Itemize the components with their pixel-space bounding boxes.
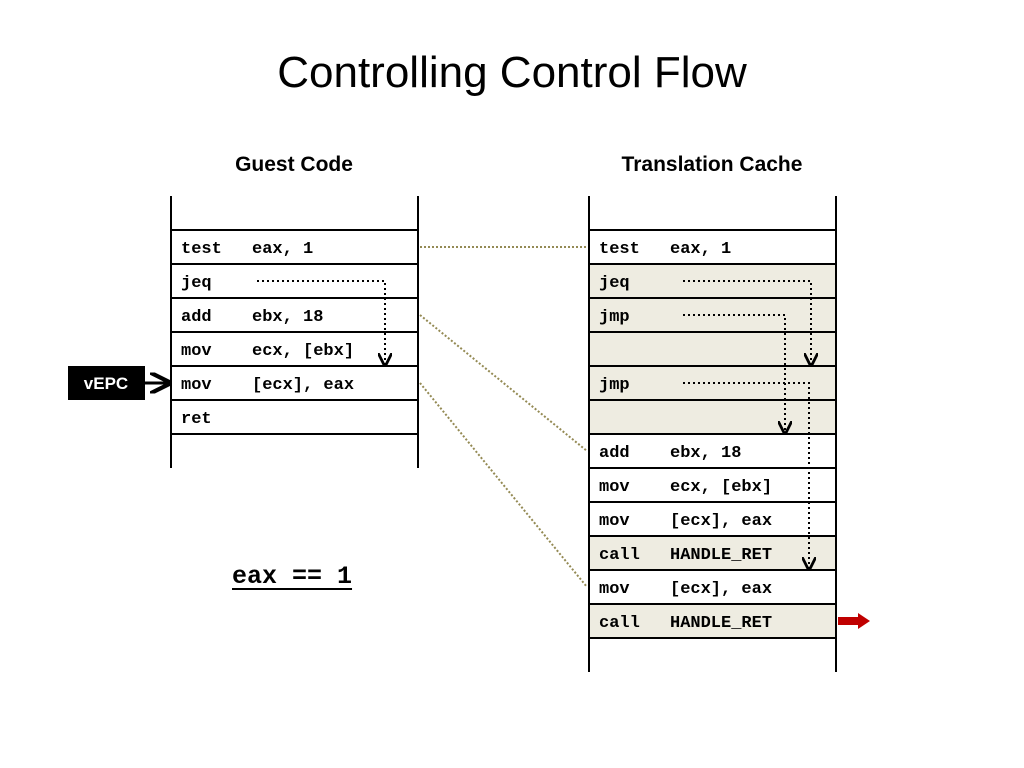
cache-opcode: jmp — [599, 376, 630, 395]
guest-operands: eax, 1 — [252, 240, 313, 259]
cache-jump-arrow — [683, 382, 809, 568]
guest-opcode: ret — [181, 410, 212, 429]
cache-opcode: test — [599, 240, 640, 259]
guest-opcode: mov — [181, 342, 212, 361]
cache-row — [588, 399, 837, 435]
translation-cache-heading: Translation Cache — [621, 153, 803, 176]
guest-opcode: add — [181, 308, 212, 327]
mapping-line — [419, 314, 588, 452]
guest-operands: ebx, 18 — [252, 308, 323, 327]
cache-row — [588, 297, 837, 333]
cache-operands: HANDLE_RET — [670, 614, 772, 633]
cache-opcode: call — [599, 546, 640, 565]
cache-operands: ebx, 18 — [670, 444, 741, 463]
exit-arrow — [838, 613, 870, 629]
cache-opcode: jmp — [599, 308, 630, 327]
guest-opcode: mov — [181, 376, 212, 395]
cache-row — [588, 433, 837, 469]
cache-operands: eax, 1 — [670, 240, 731, 259]
cache-row — [588, 501, 837, 537]
condition-label: eax == 1 — [232, 562, 353, 591]
cache-opcode: add — [599, 444, 630, 463]
cache-opcode: mov — [599, 580, 630, 599]
guest-opcode: jeq — [181, 274, 212, 293]
cache-operands: [ecx], eax — [670, 580, 772, 599]
mapping-line — [419, 382, 588, 588]
cache-operands: HANDLE_RET — [670, 546, 772, 565]
cache-row — [588, 331, 837, 367]
cache-operands: ecx, [ebx] — [670, 478, 772, 497]
vepc-box — [68, 366, 145, 400]
guest-row — [170, 399, 419, 435]
cache-opcode: jeq — [599, 274, 630, 293]
cache-opcode: mov — [599, 512, 630, 531]
guest-operands: [ecx], eax — [252, 376, 354, 395]
vepc-label: vEPC — [84, 374, 128, 393]
guest-opcode: test — [181, 240, 222, 259]
cache-opcode: call — [599, 614, 640, 633]
guest-row — [170, 365, 419, 401]
slide-title: Controlling Control Flow — [277, 48, 747, 97]
cache-operands: [ecx], eax — [670, 512, 772, 531]
cache-opcode: mov — [599, 478, 630, 497]
cache-jump-arrow — [683, 314, 785, 432]
guest-operands: ecx, [ebx] — [252, 342, 354, 361]
guest-code-heading: Guest Code — [235, 153, 353, 176]
